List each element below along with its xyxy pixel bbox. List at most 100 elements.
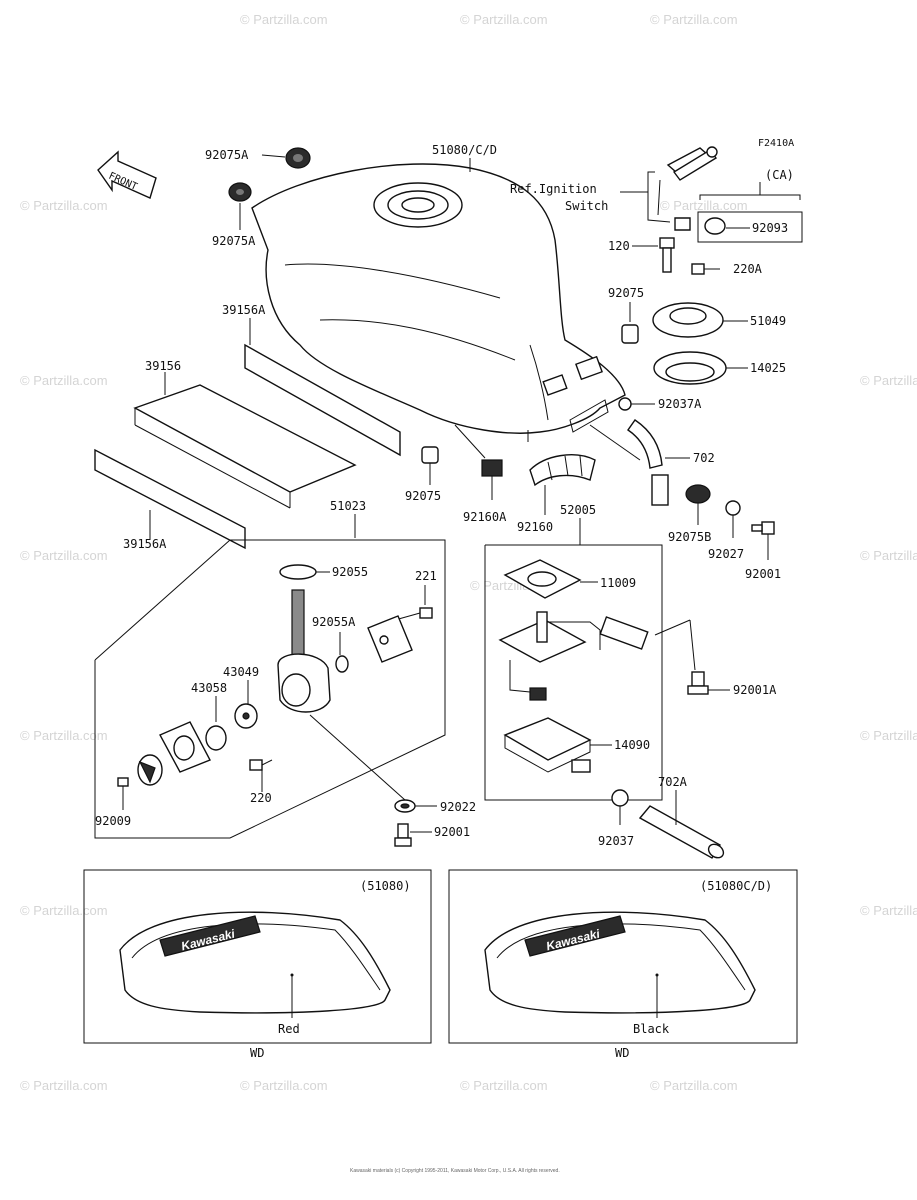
label-92001A: 92001A — [733, 683, 777, 697]
rubber-92075-center — [421, 446, 439, 464]
ring-14025 — [653, 351, 727, 385]
fuel-cap-51049 — [652, 302, 724, 338]
rubber-92075A-bottom — [228, 182, 252, 202]
label-92001: 92001 — [434, 825, 470, 839]
clip-92037 — [611, 789, 629, 807]
damper-92160A — [481, 459, 503, 477]
variant-title: (51080C/D) — [700, 879, 772, 893]
collar-92027 — [725, 500, 741, 516]
watermark: © Partzilla.com — [20, 373, 108, 388]
watermark: © Partzilla.com — [660, 198, 748, 213]
label-92001: 92001 — [745, 567, 781, 581]
watermark: © Partzilla.com — [20, 198, 108, 213]
grommet-92075B — [685, 484, 711, 504]
label-92075A: 92075A — [212, 234, 256, 248]
label-14090: 14090 — [614, 738, 650, 752]
variant-wd: WD — [615, 1046, 629, 1060]
label-702A: 702A — [658, 775, 688, 789]
bolt-92001A — [687, 671, 709, 695]
label-39156: 39156 — [145, 359, 181, 373]
o-ring-92055 — [279, 564, 317, 580]
pad-39156A-bottom — [94, 448, 246, 550]
label-92075: 92075 — [405, 489, 441, 503]
label-ca: (CA) — [765, 168, 794, 182]
label-92009: 92009 — [95, 814, 131, 828]
watermark: © Partzilla.com — [240, 12, 328, 27]
label-39156A: 39156A — [123, 537, 167, 551]
label-120: 120 — [608, 239, 630, 253]
label-92037: 92037 — [598, 834, 634, 848]
label-43049: 43049 — [223, 665, 259, 679]
watermark: © Partzilla.com — [20, 1078, 108, 1093]
label-221: 221 — [415, 569, 437, 583]
ref-ignition-label: Ref.Ignition — [510, 182, 597, 196]
label-702: 702 — [693, 451, 715, 465]
pad-39156A-top — [244, 343, 401, 457]
screw-92009 — [117, 777, 129, 787]
watermark: © Partzilla.com — [650, 1078, 738, 1093]
ref-ignition-switch-label: Switch — [565, 199, 608, 213]
screw-220A — [691, 263, 720, 275]
label-92160A: 92160A — [463, 510, 507, 524]
fuel-cock-assembly-box — [94, 539, 446, 839]
washer-92022 — [394, 799, 416, 813]
label-92055: 92055 — [332, 565, 368, 579]
label-92055A: 92055A — [312, 615, 356, 629]
cover-plate — [367, 615, 413, 663]
watermark: © Partzilla.com — [860, 548, 917, 563]
label-11009: 11009 — [600, 576, 636, 590]
rubber-92075A-top — [285, 147, 311, 169]
knob — [137, 754, 163, 786]
cover-14090 — [503, 717, 592, 773]
variant-box-right: (51080C/D) Kawasaki Black — [448, 869, 798, 1044]
watermark: © Partzilla.com — [20, 548, 108, 563]
watermark: © Partzilla.com — [460, 1078, 548, 1093]
gasket-11009 — [503, 559, 582, 599]
damper-92160 — [529, 454, 596, 487]
watermark: © Partzilla.com — [460, 12, 548, 27]
o-ring-43058 — [205, 725, 227, 751]
label-14025: 14025 — [750, 361, 786, 375]
label-51080: 51080/C/D — [432, 143, 497, 157]
label-92160: 92160 — [517, 520, 553, 534]
cap-92093 — [704, 217, 726, 235]
label-92022: 92022 — [440, 800, 476, 814]
label-43058: 43058 — [191, 681, 227, 695]
variant-color: Red — [278, 1022, 300, 1036]
hose-702 — [627, 419, 669, 506]
label-92037A: 92037A — [658, 397, 702, 411]
label-92075B: 92075B — [668, 530, 711, 544]
screw-221 — [394, 607, 433, 621]
diaphragm-43049 — [234, 703, 258, 729]
hose-702A — [638, 805, 725, 859]
label-92027: 92027 — [708, 547, 744, 561]
variant-box-left: (51080) Kawasaki Red — [83, 869, 432, 1044]
label-51023: 51023 — [330, 499, 366, 513]
label-52005: 52005 — [560, 503, 596, 517]
watermark: © Partzilla.com — [860, 903, 917, 918]
pad-39156 — [133, 384, 357, 509]
bolt-92001-center — [394, 823, 412, 847]
watermark: © Partzilla.com — [860, 373, 917, 388]
ignition-key-icon — [657, 146, 718, 231]
variant-wd: WD — [250, 1046, 264, 1060]
label-92075: 92075 — [608, 286, 644, 300]
label-51049: 51049 — [750, 314, 786, 328]
watermark: © Partzilla.com — [20, 728, 108, 743]
screw-220 — [249, 759, 273, 771]
watermark: © Partzilla.com — [240, 1078, 328, 1093]
fuel-tank — [251, 163, 626, 442]
fuel-sender-unit — [498, 611, 649, 701]
copyright-text: Kawasaki materials (c) Copyright 1995-20… — [350, 1168, 560, 1174]
lever-plate — [159, 721, 211, 773]
variant-color: Black — [633, 1022, 670, 1036]
watermark: © Partzilla.com — [860, 728, 917, 743]
rubber-92075 — [621, 324, 639, 344]
assembly-52005-box — [484, 544, 663, 801]
clip-92037A — [618, 397, 632, 411]
o-ring-92055A — [335, 655, 349, 673]
label-220: 220 — [250, 791, 272, 805]
front-arrow-icon: FRONT — [97, 150, 157, 199]
bolt-92001-right — [751, 521, 775, 535]
